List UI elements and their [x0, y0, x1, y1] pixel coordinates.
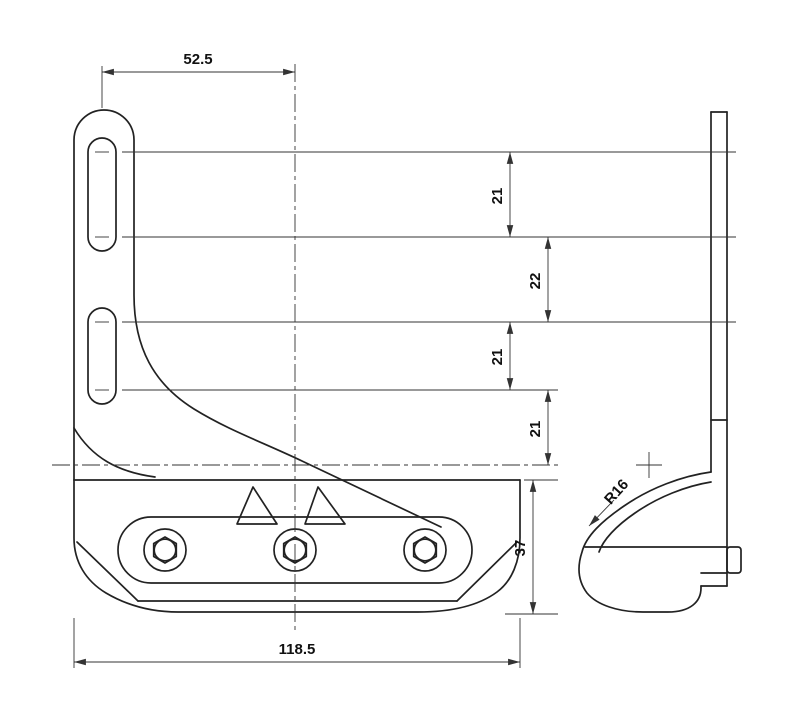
front-view — [73, 109, 521, 613]
dimensions: 52.5 21 22 21 21 — [73, 51, 736, 668]
foot-outer-profile — [578, 471, 712, 613]
lightening-triangle-right — [304, 486, 346, 525]
arm-and-gusset-outline — [73, 109, 442, 528]
base-outline — [73, 479, 521, 613]
dimension-overall-width: 118.5 — [73, 618, 521, 668]
slot-center-ticks — [95, 151, 109, 391]
base-chamfer-right — [456, 541, 518, 602]
dimension-slot-gap: 22 — [527, 237, 552, 322]
arm-base-fillet — [73, 427, 156, 478]
dimension-slot2-to-centerline: 21 — [527, 390, 552, 465]
dimension-value: 37 — [512, 540, 529, 557]
hex-bolt-right — [403, 528, 447, 572]
extension-lines-right — [122, 151, 736, 615]
dimension-value: 21 — [489, 188, 506, 205]
dimension-value: 52.5 — [183, 51, 212, 68]
foot-inner-profile — [598, 481, 712, 553]
centerline-cross-mark — [636, 452, 662, 478]
lightening-triangle-left — [236, 486, 278, 525]
dimension-base-height: 37 — [512, 480, 537, 614]
dimension-radius-callout: R16 — [588, 476, 632, 527]
slot-upper — [87, 137, 117, 252]
dimension-slot1-length: 21 — [489, 152, 514, 237]
dimension-top-width: 52.5 — [101, 51, 295, 108]
dimension-slot2-length: 21 — [489, 322, 514, 390]
bolt-head-side — [726, 546, 742, 574]
dimension-value: 21 — [527, 421, 544, 438]
hex-bolt-left — [143, 528, 187, 572]
dimension-value: 21 — [489, 349, 506, 366]
centerlines — [52, 64, 560, 634]
leader-line — [588, 499, 615, 527]
side-view — [578, 111, 742, 613]
slot-lower — [87, 307, 117, 405]
dimension-value: 22 — [527, 273, 544, 290]
dimension-value: 118.5 — [279, 641, 316, 658]
base-chamfer-left — [76, 541, 139, 602]
